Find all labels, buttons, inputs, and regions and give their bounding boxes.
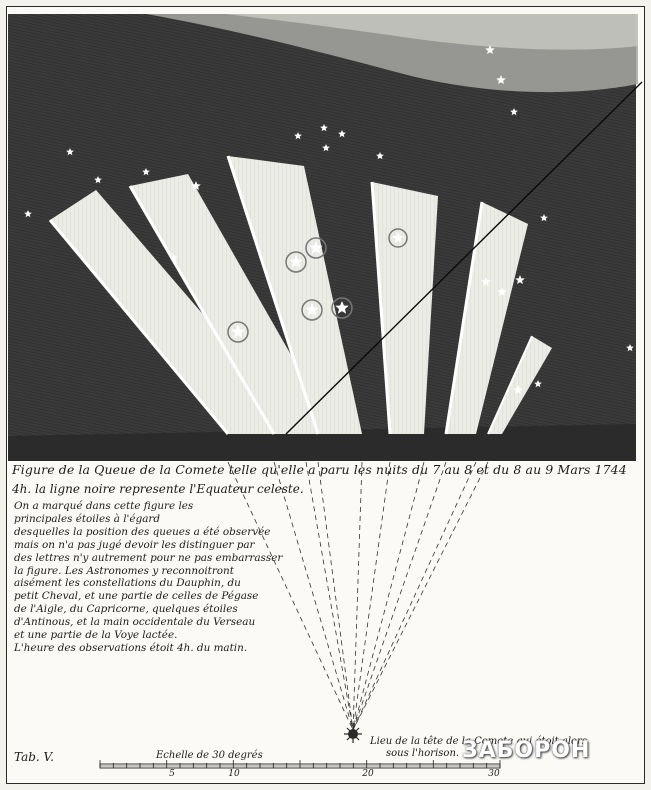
star-icon <box>335 301 349 314</box>
comet-tail-4 <box>372 182 438 434</box>
comet-head-icon <box>344 725 362 743</box>
star-icon <box>191 181 201 190</box>
note-line: On a marqué dans cette figure les <box>14 500 194 512</box>
projection-line <box>227 461 354 731</box>
note-line: des lettres n'y autrement pour ne pas em… <box>14 551 283 564</box>
note-line: de l'Aigle, du Capricorne, quelques étoi… <box>14 603 238 616</box>
note-line: d'Antinous, et la main occidentale du Ve… <box>14 616 256 629</box>
star-halo <box>388 228 408 248</box>
projection-line <box>273 461 354 731</box>
scale-tick-label: 10 <box>228 769 240 779</box>
figure-subtitle: 4h. la ligne noire represente l'Equateur… <box>12 482 304 496</box>
star-field <box>24 45 634 394</box>
star-halo <box>305 237 327 259</box>
celestial-equator-line <box>285 81 643 435</box>
star-halo <box>331 297 353 319</box>
milky-way-band-inner <box>226 14 638 50</box>
star-icon <box>231 325 245 338</box>
comet-tails <box>48 155 552 435</box>
projection-line <box>317 461 354 731</box>
projection-line <box>352 461 489 731</box>
star-icon <box>142 168 150 176</box>
comet-head-label: Lieu de la tête de la Comete qui étoit a… <box>370 736 587 760</box>
note-line: desquelles la position des queues a été … <box>14 525 271 538</box>
horizon-ground <box>8 424 636 461</box>
star-icon <box>392 232 404 243</box>
star-icon <box>305 303 319 316</box>
note-line: L'heure des observations étoit 4h. du ma… <box>14 641 248 654</box>
comet-tail-5 <box>446 202 528 434</box>
comet-tail-3 <box>228 156 362 434</box>
tail-projection-lines <box>227 461 489 731</box>
star-icon <box>24 210 32 218</box>
head-label-line: Lieu de la tête de la Comete qui étoit a… <box>370 736 587 747</box>
star-icon <box>513 385 523 394</box>
scale-tick-label: 5 <box>169 769 175 779</box>
figure-notes: On a marqué dans cette figure les princi… <box>14 500 314 655</box>
plate-number: Tab. V. <box>14 750 54 764</box>
star-icon <box>510 108 518 116</box>
note-line: aisément les constellations du Dauphin, … <box>14 577 241 590</box>
note-line: principales étoiles à l'égard <box>14 512 161 525</box>
star-icon <box>515 275 525 284</box>
star-halo <box>227 321 249 343</box>
star-icon <box>497 287 507 296</box>
projection-line <box>352 461 363 731</box>
star-halo <box>301 299 323 321</box>
watermark-logo: ЗАБОРОН <box>462 738 591 763</box>
note-line: et une partie de la Voye lactée. <box>14 629 178 642</box>
head-label-line: sous l'horison. <box>386 748 460 759</box>
star-halo <box>285 251 307 273</box>
note-line: la figure. Les Astronomes y reconnoitron… <box>14 564 234 577</box>
star-icon <box>320 124 328 132</box>
star-icon <box>94 176 102 184</box>
scale-title: Echelle de 30 degrés <box>156 750 263 761</box>
projection-line <box>352 461 447 731</box>
star-icon <box>496 75 506 84</box>
star-icon <box>322 144 330 152</box>
comet-tail-6 <box>488 336 552 434</box>
star-icon <box>289 255 303 268</box>
projection-line <box>352 461 391 731</box>
figure-title: Figure de la Queue de la Comete telle qu… <box>12 462 627 477</box>
projection-line <box>305 461 354 731</box>
star-icon <box>626 344 634 352</box>
star-icon <box>338 130 346 138</box>
scale-tick-label: 20 <box>362 769 374 779</box>
star-icon <box>66 148 74 156</box>
star-icon <box>376 152 384 160</box>
projection-line <box>352 461 425 731</box>
note-line: mais on n'a pas jugé devoir les distingu… <box>14 538 255 551</box>
star-icon <box>485 45 495 54</box>
projection-line <box>352 461 477 731</box>
comet-illustration <box>8 14 643 769</box>
star-icon <box>534 380 542 388</box>
star-icon <box>481 277 491 286</box>
scale-tick-label: 30 <box>488 769 500 779</box>
degree-scale-bar <box>99 760 501 769</box>
star-icon <box>540 214 548 222</box>
star-icon <box>309 241 323 254</box>
star-icon <box>170 254 178 262</box>
note-line: petit Cheval, et une partie de celles de… <box>14 590 259 603</box>
star-icon <box>294 132 302 140</box>
comet-tail-2 <box>130 174 336 434</box>
